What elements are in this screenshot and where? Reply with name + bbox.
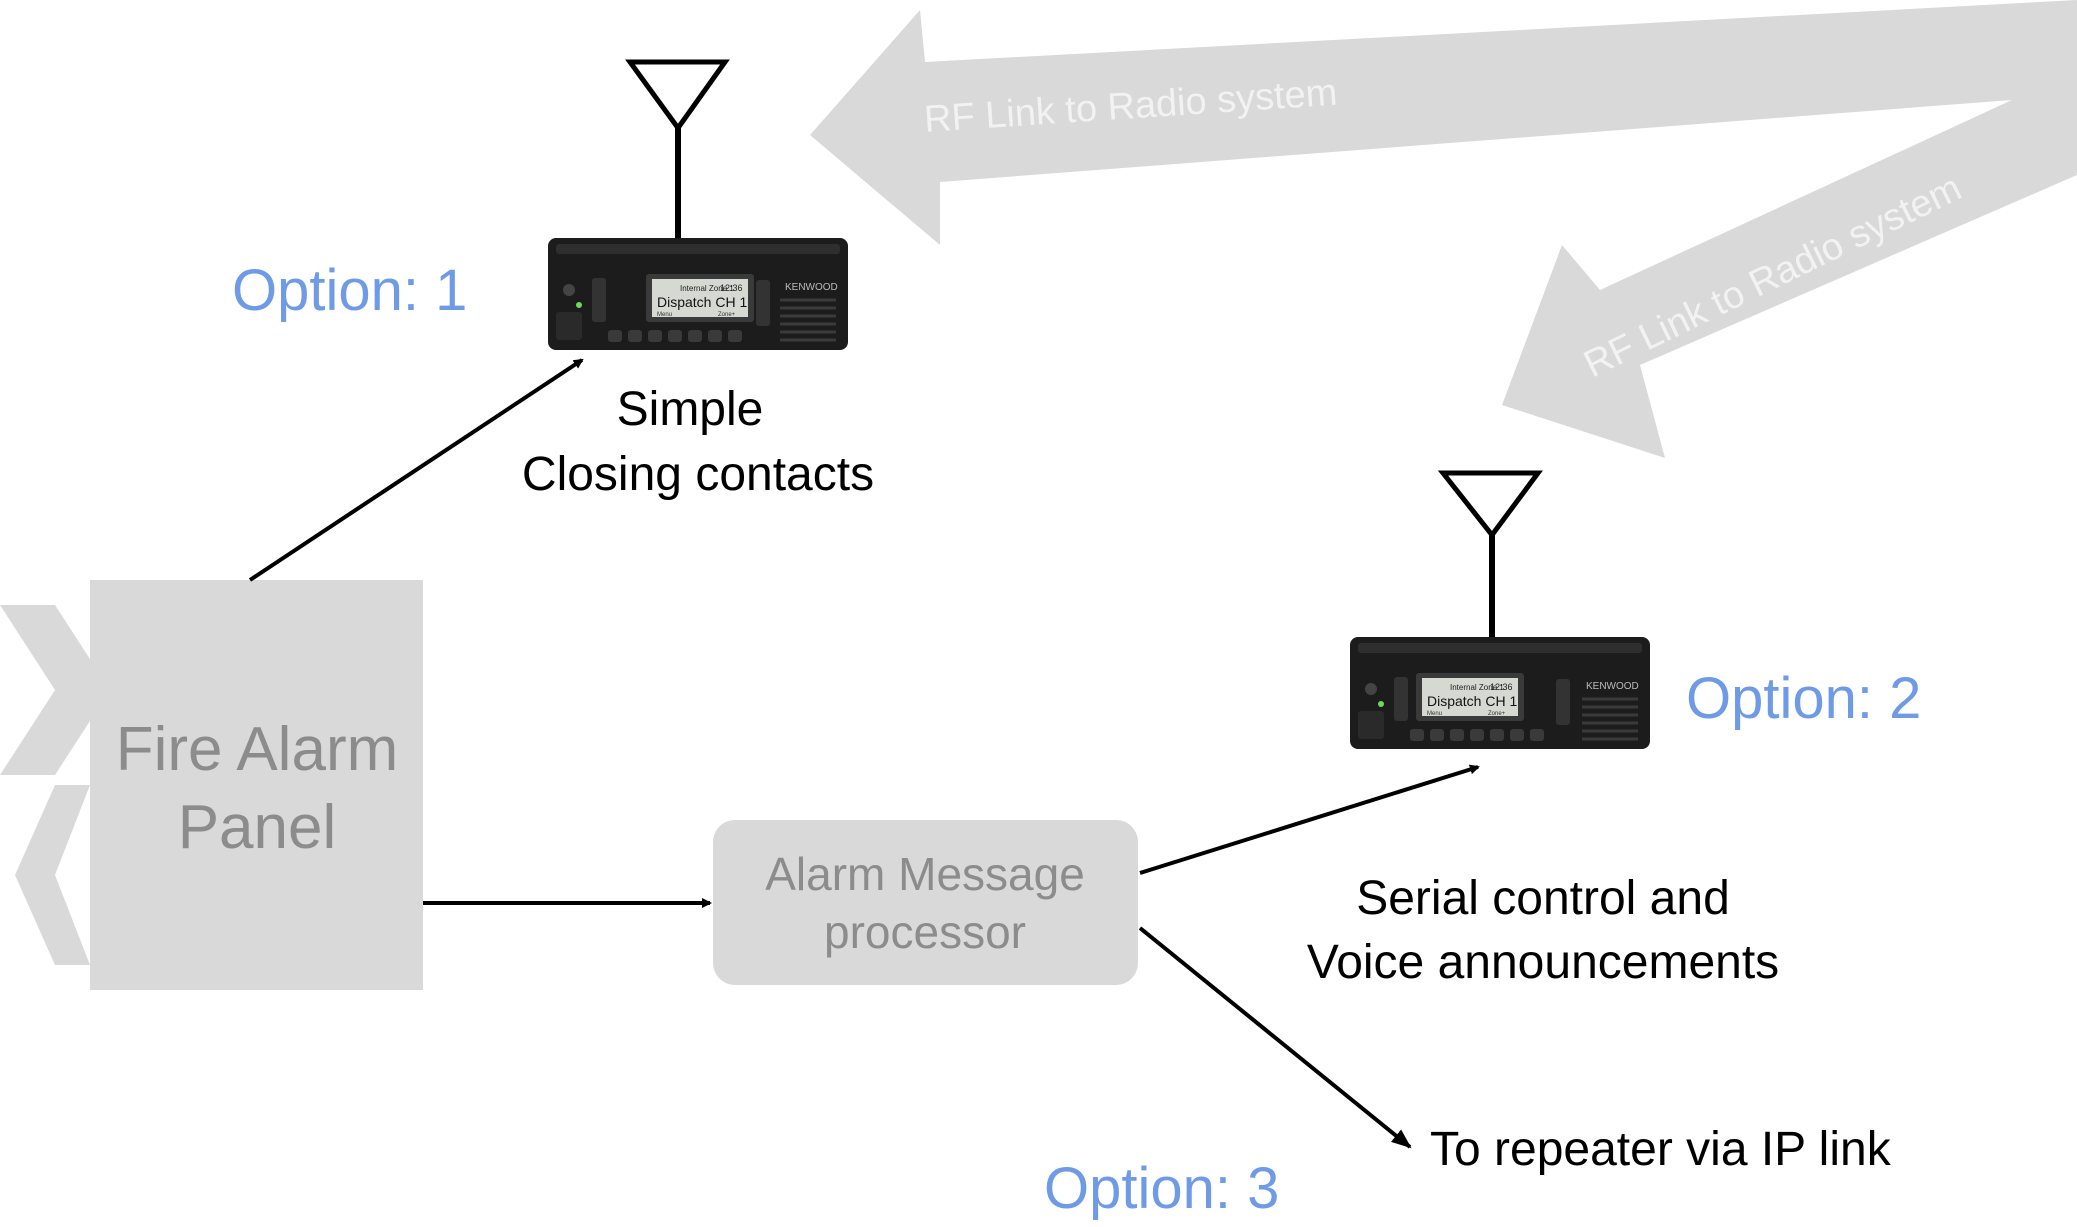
antenna-icon bbox=[625, 59, 730, 238]
closing-contacts-label: Closing contacts bbox=[522, 448, 874, 501]
radio2-display-time: 12:36 bbox=[1490, 682, 1513, 692]
radio2-softkey-right: Zone+ bbox=[1488, 711, 1506, 717]
rf-link-arrow-top: RF Link to Radio system bbox=[810, 0, 2077, 245]
fire-alarm-label-line1: Fire Alarm bbox=[116, 715, 398, 784]
fire-alarm-label-line2: Panel bbox=[178, 793, 337, 862]
voice-announcements-label: Voice announcements bbox=[1307, 936, 1779, 989]
simple-label: Simple bbox=[617, 383, 764, 436]
antenna-icon bbox=[1437, 470, 1543, 637]
radio1-brand-label: KENWOOD bbox=[785, 282, 838, 293]
fire-alarm-panel: Fire Alarm Panel bbox=[90, 580, 423, 990]
radio1-display-channel: Dispatch CH 1 bbox=[657, 294, 747, 310]
left-chevron-decoration bbox=[0, 605, 110, 965]
radio2-display-status: Internal Zone 1 bbox=[1450, 683, 1504, 692]
connector-processor-to-radio2 bbox=[1139, 764, 1480, 875]
radio2-display-channel: Dispatch CH 1 bbox=[1427, 693, 1517, 709]
option-3-label: Option: 3 bbox=[1044, 1156, 1279, 1221]
radio1-display-status: Internal Zone 1 bbox=[680, 284, 734, 293]
mobile-radio-1: Internal Zone 1 12:36 Dispatch CH 1 Menu… bbox=[548, 59, 848, 350]
radio1-softkey-left: Menu bbox=[657, 312, 672, 318]
radio1-softkey-right: Zone+ bbox=[718, 312, 736, 318]
radio2-brand-label: KENWOOD bbox=[1586, 681, 1639, 692]
repeater-ip-label: To repeater via IP link bbox=[1430, 1123, 1892, 1176]
alarm-message-processor: Alarm Message processor bbox=[713, 820, 1138, 985]
processor-label-line1: Alarm Message bbox=[765, 848, 1085, 900]
connector-panel-to-radio1 bbox=[248, 358, 584, 582]
processor-label-line2: processor bbox=[824, 906, 1026, 958]
radio2-softkey-left: Menu bbox=[1427, 711, 1442, 717]
radio-body-1: Internal Zone 1 12:36 Dispatch CH 1 Menu… bbox=[548, 238, 848, 350]
serial-control-label: Serial control and bbox=[1356, 872, 1730, 925]
option-2-label: Option: 2 bbox=[1686, 666, 1921, 731]
mobile-radio-2: Internal Zone 1 12:36 Dispatch CH 1 Menu… bbox=[1350, 470, 1650, 749]
option-1-label: Option: 1 bbox=[232, 258, 467, 323]
radio-body-2: Internal Zone 1 12:36 Dispatch CH 1 Menu… bbox=[1350, 637, 1650, 749]
connector-processor-to-repeater bbox=[1138, 926, 1412, 1149]
radio1-display-time: 12:36 bbox=[720, 283, 743, 293]
